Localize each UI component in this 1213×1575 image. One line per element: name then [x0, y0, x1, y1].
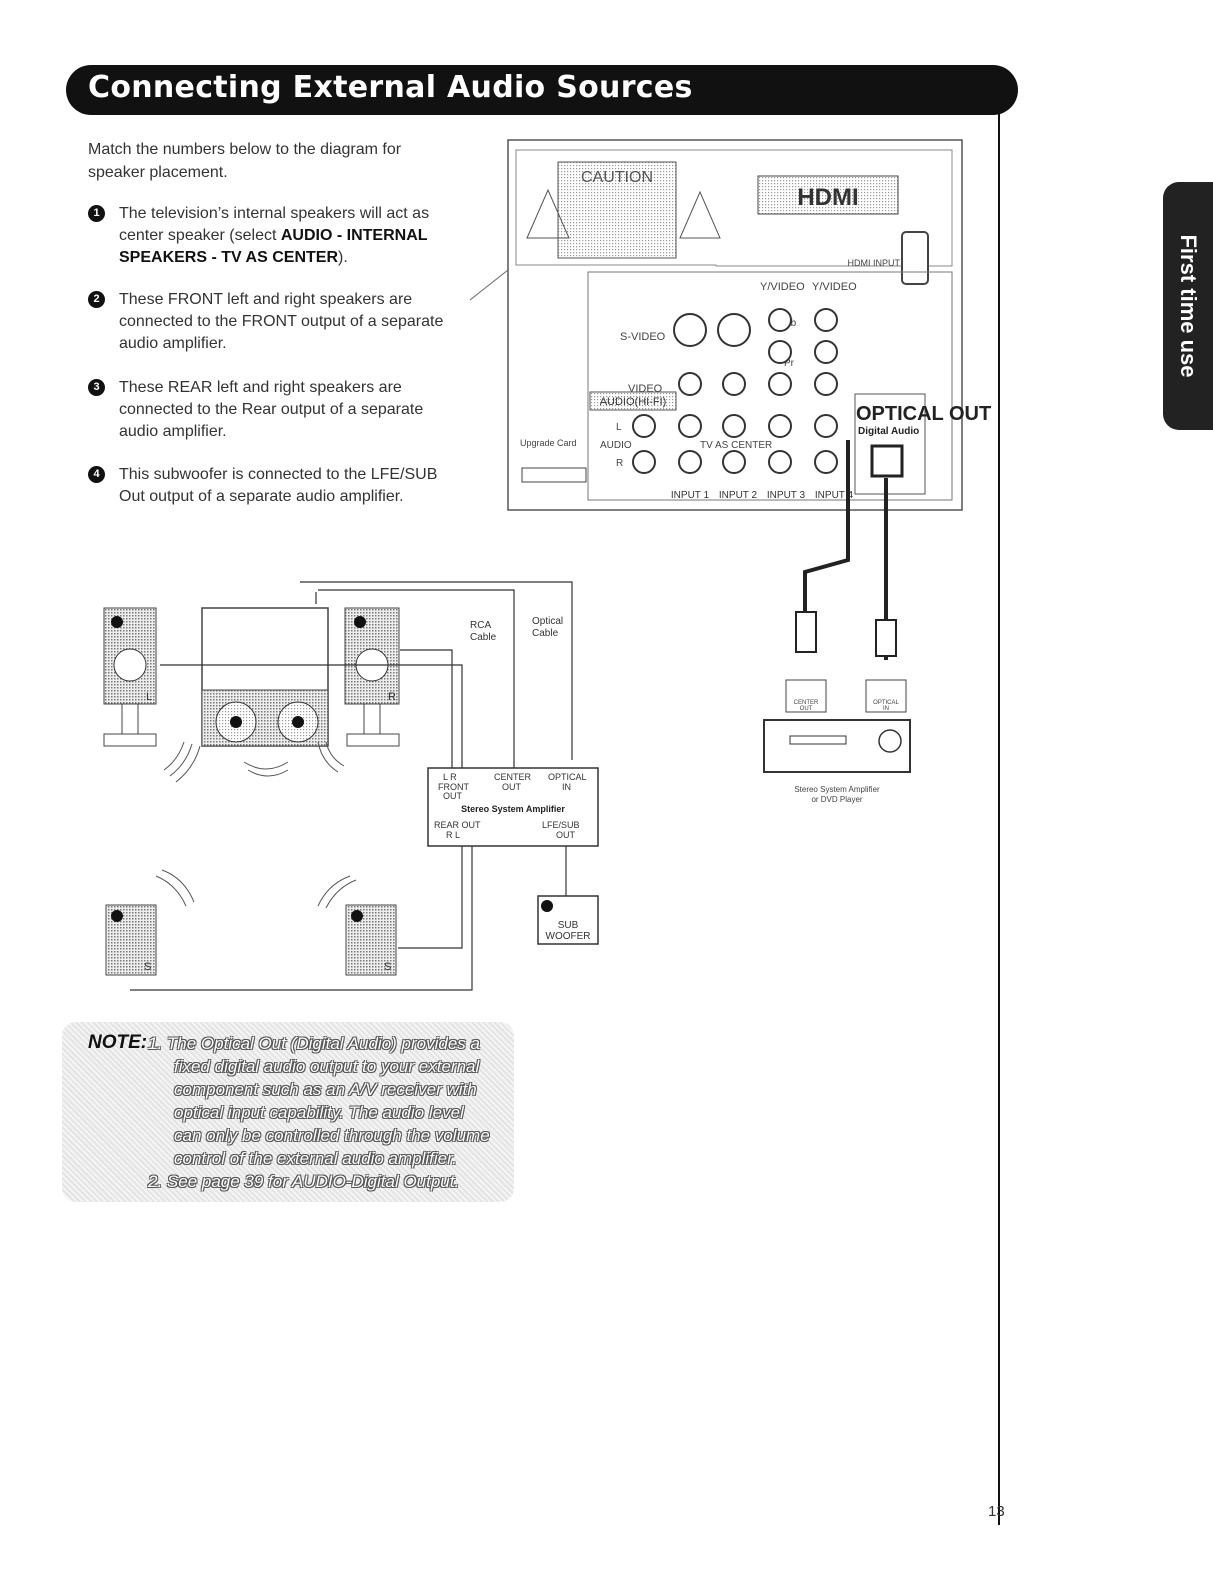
hdmi-input-label: HDMI INPUT: [848, 258, 901, 268]
item-number: 1: [88, 205, 105, 222]
warning-icon: [526, 188, 570, 239]
stereo-amplifier: [427, 767, 599, 847]
hdmi-text: HDMI: [797, 184, 858, 211]
center-out-label-1: CENTER: [794, 700, 819, 706]
audio-l-label: L: [616, 422, 622, 433]
item-text: These FRONT left and right speakers are …: [119, 291, 444, 352]
amp-center-label: CENTER: [494, 772, 532, 782]
amp-rear-rl: R L: [446, 830, 460, 840]
y-video-label-2: Y/VIDEO: [812, 281, 857, 293]
amp-optical-in: IN: [562, 782, 571, 792]
page-number: 13: [988, 1503, 1005, 1520]
item-text: The television’s internal speakers will …: [119, 203, 464, 269]
amp-center-out: OUT: [502, 782, 522, 792]
input-2-label: INPUT 2: [719, 490, 758, 501]
rca-cable-label-1: RCA: [470, 620, 491, 631]
speaker-layout: L R S S: [103, 581, 599, 991]
audio-hifi-label: AUDIO(HI-FI): [600, 396, 667, 408]
amp-front-lr: L R: [443, 772, 457, 782]
caution-text: CAUTION: [581, 169, 653, 186]
amp-optical-label: OPTICAL: [548, 772, 587, 782]
item-text-before: The television’s internal speakers will …: [119, 205, 430, 244]
amp-lfe-out: OUT: [556, 830, 576, 840]
upgrade-card-label: Upgrade Card: [520, 438, 577, 448]
amp-lfe-label: LFE/SUB: [542, 820, 580, 830]
amp-title: Stereo System Amplifier: [461, 804, 565, 814]
item-text: This subwoofer is connected to the LFE/S…: [119, 466, 438, 505]
input-1-label: INPUT 1: [671, 490, 710, 501]
svideo-label: S-VIDEO: [620, 331, 666, 343]
tv-rear-panel: CAUTION HDMI HDMI INPUT S-VIDEO VIDEO AU…: [469, 139, 991, 511]
input-3-label: INPUT 3: [767, 490, 806, 501]
input-4-label: INPUT 4: [815, 490, 854, 501]
pr-label: Pr: [784, 358, 795, 369]
item-bold: AUDIO - INTERNAL SPEAKERS - TV AS CENTER: [119, 227, 428, 266]
item-number: 3: [88, 379, 105, 396]
optical-out-label: OPTICAL OUT: [856, 403, 991, 425]
page-title: Connecting External Audio Sources: [88, 70, 693, 105]
note-line: control of the external audio amplifier.: [174, 1149, 457, 1168]
hdmi-logo: [757, 175, 899, 215]
note-line: 1. The Optical Out (Digital Audio) provi…: [148, 1034, 480, 1053]
title-bar: [66, 65, 1018, 115]
intro-text: Match the numbers below to the diagram f…: [88, 141, 402, 181]
note-line: component such as an A/V receiver with: [174, 1080, 477, 1099]
receiver: CENTER OUT OPTICAL IN Stereo System Ampl…: [763, 679, 911, 804]
note-label: NOTE:: [88, 1032, 148, 1053]
note-line: can only be controlled through the volum…: [174, 1126, 490, 1145]
speaker-l-label: L: [146, 691, 152, 703]
item-number: 4: [88, 466, 105, 483]
svideo-jack: [673, 313, 707, 347]
receiver-caption-1: Stereo System Amplifier: [794, 785, 880, 794]
warning-icon: [679, 190, 721, 239]
digital-audio-label: Digital Audio: [858, 426, 919, 437]
center-out-label-2: OUT: [800, 706, 813, 712]
caution-label: [557, 161, 677, 259]
speaker-s-label: S: [144, 961, 151, 973]
note-line: 2. See page 39 for AUDIO-Digital Output.: [148, 1172, 460, 1191]
item-text: These REAR left and right speakers are c…: [119, 379, 424, 440]
rca-cable-label-2: Cable: [470, 632, 497, 643]
y-video-label-1: Y/VIDEO: [760, 281, 805, 293]
upgrade-card-slot: [521, 467, 587, 483]
note-line: optical input capability. The audio leve…: [174, 1103, 464, 1122]
cables: [795, 440, 897, 660]
sub-label-2: WOOFER: [546, 931, 591, 942]
optical-in-label-2: IN: [883, 706, 889, 712]
audio-label: AUDIO: [600, 440, 632, 451]
item-text-after: ).: [338, 249, 348, 266]
amp-rear-label: REAR OUT: [434, 820, 481, 830]
sub-label-1: SUB: [558, 920, 579, 931]
optical-cable-label-1: Optical: [532, 616, 563, 627]
optical-cable-label-2: Cable: [532, 628, 559, 639]
speaker-r-label: R: [388, 691, 396, 703]
amp-front-label: FRONT: [438, 782, 469, 792]
audio-r-label: R: [616, 458, 623, 469]
speaker-s-label: S: [384, 961, 391, 973]
receiver-caption-2: or DVD Player: [811, 795, 862, 804]
optical-in-label-1: OPTICAL: [873, 700, 899, 706]
hdmi-port: [901, 231, 929, 285]
margin-rule: [998, 112, 1000, 1525]
tv-as-center-label: TV AS CENTER: [700, 440, 772, 451]
item-number: 2: [88, 291, 105, 308]
connection-diagram: CAUTION HDMI HDMI INPUT S-VIDEO VIDEO AU…: [103, 139, 991, 991]
note-box: [62, 1022, 514, 1202]
note-line: fixed digital audio output to your exter…: [174, 1057, 480, 1076]
optical-port: [870, 444, 904, 478]
side-tab: First time use: [1163, 182, 1213, 430]
amp-front-out: OUT: [443, 791, 463, 801]
svideo-jack: [717, 313, 751, 347]
